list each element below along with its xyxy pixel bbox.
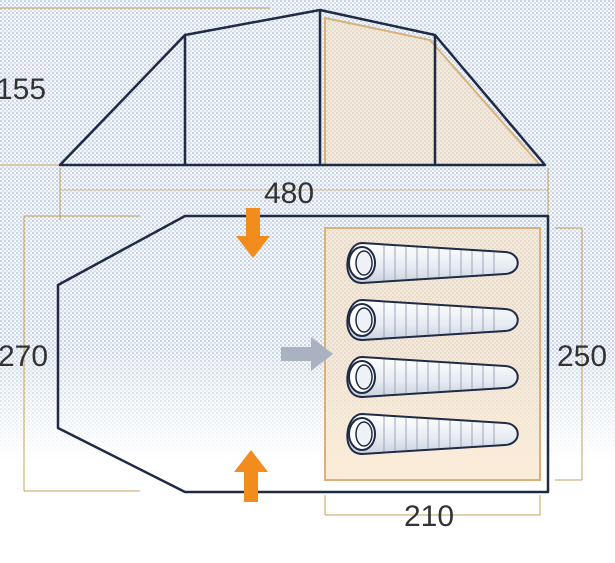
sleeping-bag-icon	[346, 298, 519, 342]
inner-width-dimension-label: 250	[557, 340, 607, 373]
inner-door-arrow-right-icon	[281, 337, 333, 371]
tent-side-outline	[58, 8, 547, 167]
entrance-arrow-down-icon	[236, 208, 270, 258]
tent-floor-outline	[56, 214, 550, 494]
sleeping-bag-icon	[346, 412, 519, 456]
sleeping-bag-icon	[346, 355, 519, 399]
height-dimension-label: 155	[0, 73, 46, 106]
length-dimension: 480	[59, 168, 549, 220]
entrance-arrow-up-icon	[234, 450, 268, 502]
length-dimension-label: 480	[264, 177, 314, 210]
side-elevation: 155	[0, 7, 547, 167]
width-dimension-label: 270	[0, 340, 48, 373]
inner-length-dimension-label: 210	[404, 500, 454, 533]
floor-plan: 270 250 210	[0, 208, 607, 533]
sleeping-bag-icon	[346, 241, 519, 285]
sleeping-bags-group	[346, 241, 519, 456]
